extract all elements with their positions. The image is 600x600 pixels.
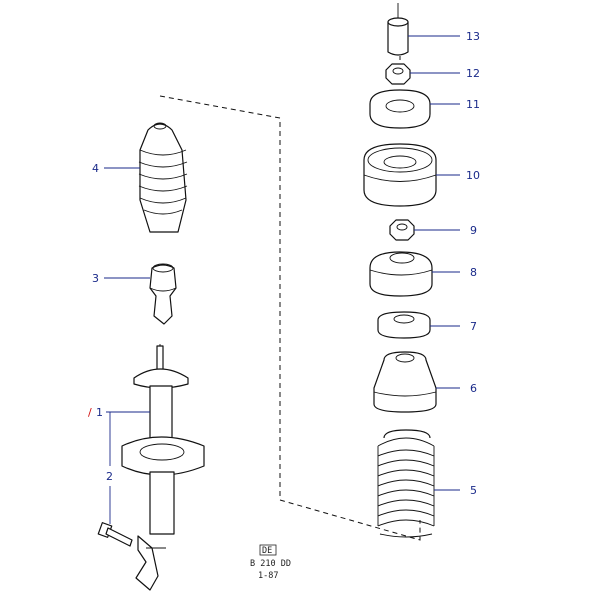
callout-12: 12 [466,67,480,80]
callout-13: 13 [466,30,480,43]
callout-11: 11 [466,98,480,111]
callout-2: 2 [106,470,113,483]
callout-4: 4 [92,162,99,175]
part-3-bump-stop [149,263,177,325]
part-4-boot [138,122,188,233]
part-9-nut [389,219,415,241]
part-12-nut [385,63,411,85]
assembly-guide-line [159,95,421,541]
part-8-upper-mount [369,251,433,297]
callout-6: 6 [470,382,477,395]
callout-3: 3 [92,272,99,285]
callout-1: 1 [96,406,103,419]
reference-block: DE B 210 DD 1-87 [250,544,291,581]
part-5-coil-spring [377,429,435,538]
callout-8: 8 [470,266,477,279]
callout-7: 7 [470,320,477,333]
part-2-bolt [97,522,133,547]
callout-9: 9 [470,224,477,237]
leader-lines [104,35,460,524]
part-7-washer [377,311,431,339]
part-11-ring [369,89,431,129]
reference-date: 1-87 [258,571,278,581]
reference-box [259,544,277,556]
reference-code: B 210 DD [250,559,291,569]
part-1-strut [121,344,205,591]
change-marker: / [88,406,92,419]
callout-5: 5 [470,484,477,497]
reference-box-text: DE [262,546,272,556]
callout-10: 10 [466,169,480,182]
part-10-bearing [363,143,437,207]
part-13-cap [387,3,409,56]
part-6-spring-seat [373,351,437,413]
